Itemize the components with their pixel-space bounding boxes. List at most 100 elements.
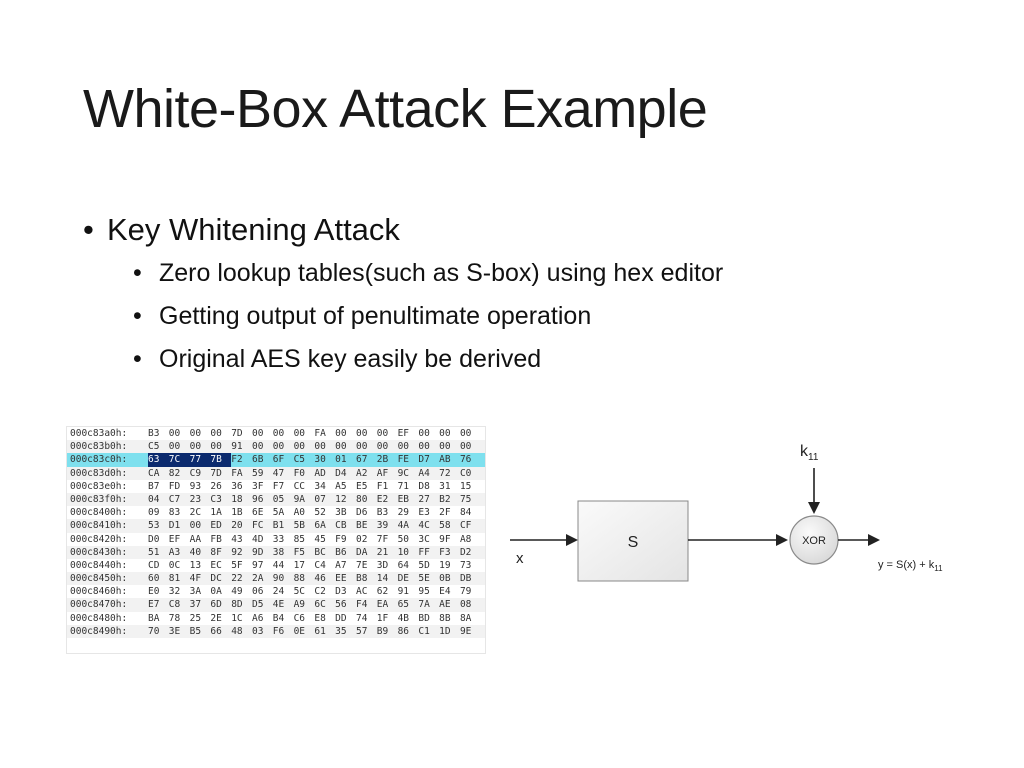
hex-byte: BE bbox=[355, 520, 368, 532]
hex-byte: 18 bbox=[231, 493, 243, 505]
hex-byte: 36 bbox=[231, 480, 243, 492]
hex-byte: 00 bbox=[397, 441, 410, 453]
hex-byte: 5A bbox=[272, 507, 285, 519]
hex-byte: 00 bbox=[439, 441, 451, 453]
hex-byte: BA bbox=[148, 612, 160, 624]
hex-byte: 79 bbox=[459, 586, 472, 598]
hex-byte: BC bbox=[314, 546, 326, 558]
hex-byte: 86 bbox=[397, 625, 410, 637]
hex-byte: BD bbox=[418, 612, 430, 624]
hex-byte: 78 bbox=[168, 612, 181, 624]
hex-byte: 23 bbox=[189, 493, 202, 505]
hex-byte: EF bbox=[397, 428, 410, 439]
hex-byte: 57 bbox=[355, 625, 368, 637]
hex-byte: 00 bbox=[459, 441, 472, 453]
output-label: y = S(x) + k11 bbox=[878, 559, 943, 573]
hex-byte: FF bbox=[418, 546, 430, 558]
hex-byte: 51 bbox=[148, 546, 160, 558]
hex-byte: 05 bbox=[272, 493, 285, 505]
hex-byte: 3E bbox=[168, 625, 181, 637]
hex-byte: 02 bbox=[355, 533, 368, 545]
hex-byte: A9 bbox=[293, 599, 306, 611]
hex-byte: 4A bbox=[397, 520, 410, 532]
hex-byte: 81 bbox=[168, 573, 181, 585]
hex-byte: 00 bbox=[189, 441, 202, 453]
input-label: x bbox=[516, 550, 524, 567]
hex-byte: 5D bbox=[418, 559, 430, 571]
hex-address: 000c8450h: bbox=[70, 573, 128, 585]
slide-title: White-Box Attack Example bbox=[83, 79, 708, 139]
hex-byte: 50 bbox=[397, 533, 410, 545]
hex-byte: 93 bbox=[189, 480, 202, 492]
hex-byte: 8A bbox=[459, 612, 472, 624]
hex-byte: 3C bbox=[418, 533, 430, 545]
hex-address: 000c8420h: bbox=[70, 533, 128, 545]
hex-byte: B5 bbox=[189, 625, 202, 637]
hex-byte: 45 bbox=[314, 533, 326, 545]
hex-byte: 3B bbox=[335, 507, 347, 519]
hex-byte: 9F bbox=[439, 533, 451, 545]
hex-address: 000c83d0h: bbox=[70, 467, 128, 479]
hex-byte: 7D bbox=[210, 467, 222, 479]
hex-byte: 64 bbox=[397, 559, 410, 571]
hex-byte: 12 bbox=[335, 493, 347, 505]
hex-byte: 00 bbox=[189, 520, 202, 532]
hex-byte: D1 bbox=[168, 520, 181, 532]
output-arrowhead bbox=[868, 534, 880, 546]
hex-byte: D3 bbox=[335, 586, 347, 598]
hex-byte: 7A bbox=[418, 599, 430, 611]
hex-byte: A7 bbox=[335, 559, 347, 571]
hex-byte: 5E bbox=[418, 573, 430, 585]
hex-byte: EB bbox=[397, 493, 410, 505]
hex-byte: 59 bbox=[251, 467, 264, 479]
hex-byte: 0C bbox=[168, 559, 181, 571]
hex-byte: A6 bbox=[251, 612, 264, 624]
hex-byte: 19 bbox=[439, 559, 451, 571]
hex-byte: 6A bbox=[314, 520, 326, 532]
hex-byte: C0 bbox=[459, 467, 472, 479]
hex-byte: B7 bbox=[148, 480, 160, 492]
hex-byte: 96 bbox=[251, 493, 264, 505]
hex-byte: CC bbox=[293, 480, 306, 492]
hex-byte: 72 bbox=[439, 467, 451, 479]
hex-byte: FD bbox=[168, 480, 181, 492]
hex-byte: F3 bbox=[439, 546, 451, 558]
hex-byte: EF bbox=[168, 533, 181, 545]
hex-byte: 75 bbox=[459, 493, 472, 505]
hex-byte: DB bbox=[459, 573, 472, 585]
hex-byte: A4 bbox=[418, 467, 430, 479]
hex-byte: B9 bbox=[376, 625, 389, 637]
hex-byte: FA bbox=[231, 467, 243, 479]
hex-byte: C1 bbox=[418, 625, 430, 637]
hex-byte: 26 bbox=[210, 480, 222, 492]
input-arrowhead bbox=[566, 534, 578, 546]
hex-byte: C6 bbox=[293, 612, 306, 624]
hex-byte: 00 bbox=[293, 441, 306, 453]
hex-byte: FC bbox=[251, 520, 264, 532]
hex-byte: 00 bbox=[335, 441, 347, 453]
hex-byte: 00 bbox=[168, 428, 181, 439]
hex-byte: D7 bbox=[418, 454, 430, 466]
hex-byte: F0 bbox=[293, 467, 306, 479]
hex-byte: 66 bbox=[210, 625, 222, 637]
hex-byte: 58 bbox=[439, 520, 451, 532]
hex-byte: 25 bbox=[189, 612, 202, 624]
hex-byte: 92 bbox=[231, 546, 243, 558]
hex-byte: 9C bbox=[397, 467, 410, 479]
hex-byte: 01 bbox=[335, 454, 347, 466]
hex-byte: 0B bbox=[439, 573, 451, 585]
hex-byte: 80 bbox=[355, 493, 368, 505]
hex-byte: 35 bbox=[335, 625, 347, 637]
hex-byte: D0 bbox=[148, 533, 160, 545]
hex-byte: 2F bbox=[439, 507, 451, 519]
